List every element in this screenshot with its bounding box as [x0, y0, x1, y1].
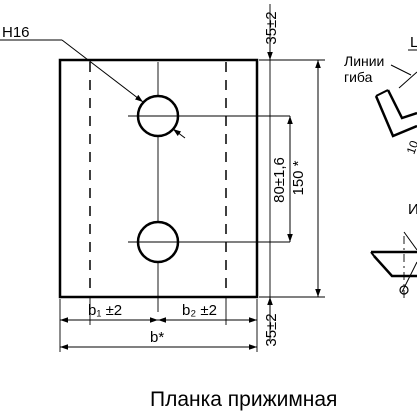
- edge-letter-top: L: [410, 34, 417, 51]
- bend-lines-label-2: гиба: [344, 69, 373, 85]
- dim-b2-label: b₂ ±2: [182, 302, 217, 319]
- dim-holes-label: 80±1,6: [271, 157, 288, 203]
- dim-top-label: 35±2: [263, 11, 280, 44]
- dim-b-label: b*: [150, 329, 164, 346]
- hole-label: H16: [2, 24, 30, 41]
- drawing-caption: Планка прижимная: [150, 388, 338, 411]
- edge-letter-lower: И: [408, 201, 417, 218]
- dim-height-label: 150 *: [290, 160, 307, 195]
- dim-bottom-label: 35±2: [263, 313, 280, 346]
- edge-number: 10: [404, 138, 417, 156]
- hole-leader: [0, 39, 186, 139]
- dim-b1-label: b₁ ±2: [88, 302, 122, 319]
- side-view-lower: [370, 231, 417, 300]
- bend-lines-label-1: Линии: [344, 53, 384, 69]
- side-view-upper: [374, 49, 417, 138]
- plate-outline: [58, 58, 259, 299]
